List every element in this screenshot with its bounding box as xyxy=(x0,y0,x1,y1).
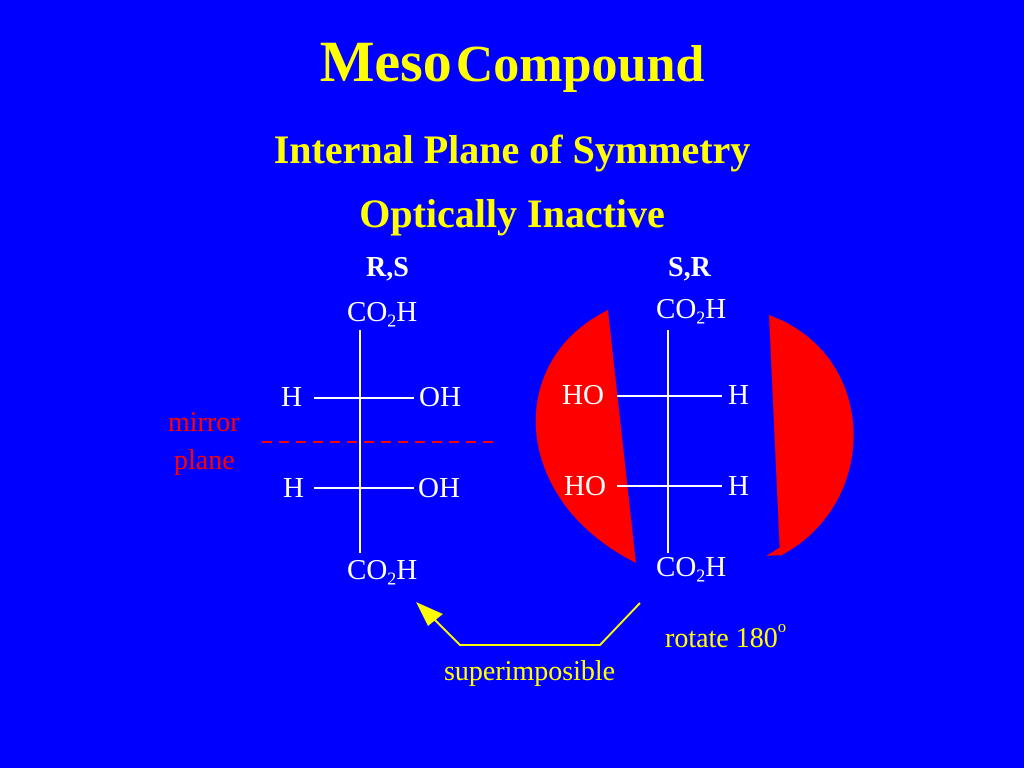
left-bottom-carboxyl: CO2H xyxy=(347,554,418,589)
title-word-meso: Meso xyxy=(319,29,452,94)
rotation-arrow-left xyxy=(535,310,636,563)
right-top-carboxyl: CO2H xyxy=(656,293,727,328)
subtitle-optical: Optically Inactive xyxy=(359,191,665,236)
right-config-label: S,R xyxy=(668,252,711,283)
superimposible-arrow xyxy=(429,602,641,646)
right-row1-right: H xyxy=(728,379,749,411)
rotation-arrowhead-right xyxy=(766,541,790,556)
subtitle-symmetry: Internal Plane of Symmetry xyxy=(273,127,751,172)
right-molecule-bonds xyxy=(617,330,722,553)
mirror-label-line1: mirror xyxy=(168,407,240,438)
left-molecule-bonds xyxy=(314,330,414,553)
slide-title: Meso Compound xyxy=(0,28,1024,95)
right-row2-right: H xyxy=(728,470,749,502)
rotate-label: rotate 180o xyxy=(665,617,787,655)
left-row2-left: H xyxy=(283,472,304,504)
degree-symbol: o xyxy=(777,617,787,636)
right-bottom-carboxyl: CO2H xyxy=(656,551,727,586)
superimposible-arrowhead xyxy=(416,602,443,626)
left-config-label: R,S xyxy=(366,252,409,283)
left-row2-right: OH xyxy=(418,472,460,504)
left-row1-right: OH xyxy=(419,381,461,413)
superimposible-label: superimposible xyxy=(444,656,616,687)
left-top-carboxyl: CO2H xyxy=(347,296,418,331)
left-row1-left: H xyxy=(281,381,302,413)
rotation-arrow-right xyxy=(769,315,854,556)
mirror-label-line2: plane xyxy=(174,445,235,476)
rotation-arrowhead-left xyxy=(587,309,609,330)
right-row1-left: HO xyxy=(562,379,604,411)
right-row2-left: HO xyxy=(564,470,606,502)
title-word-compound: Compound xyxy=(455,36,705,93)
